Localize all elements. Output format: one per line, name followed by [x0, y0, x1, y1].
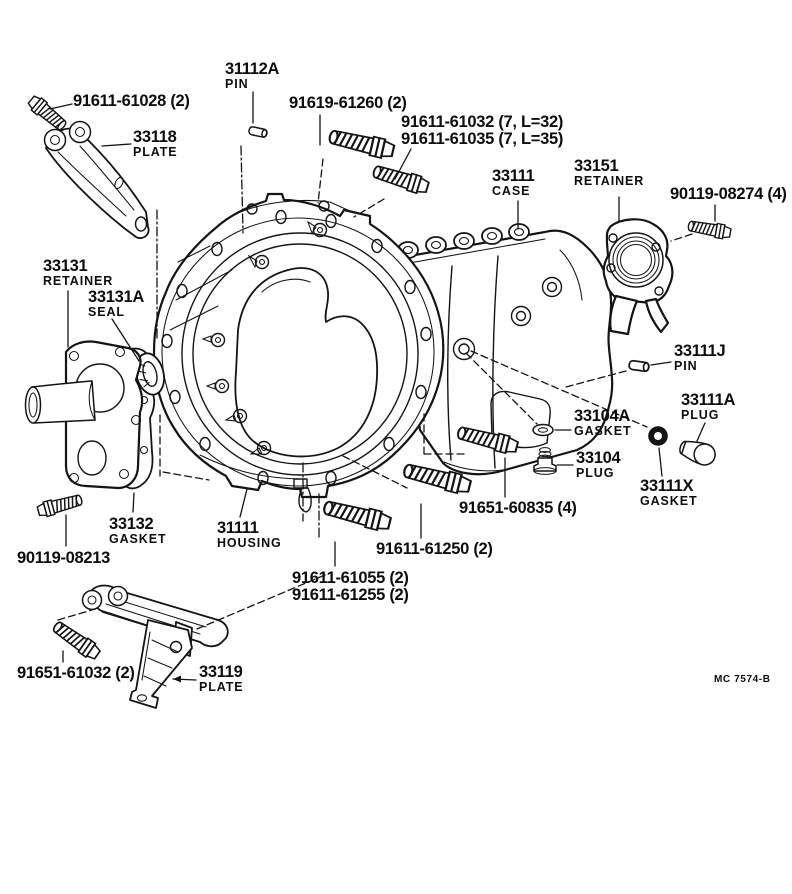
part-number: 91651-61032 (2) [17, 664, 135, 682]
part-number: 33131A [88, 288, 144, 306]
part-number: 33118 [133, 128, 177, 146]
part-name: PIN [674, 359, 698, 374]
callout-91619-61260: 91619-61260 (2) [289, 94, 407, 112]
plate-33119-drawing [81, 584, 229, 709]
part-number: 91611-61035 (7, L=35) [401, 130, 564, 149]
gasket-33104A-icon [532, 423, 554, 437]
callout-90119-08213: 90119-08213 [17, 549, 111, 567]
part-name: PLUG [681, 408, 720, 423]
part-number: 33104A [574, 407, 630, 425]
part-name: GASKET [574, 424, 632, 439]
housing-31111-drawing [152, 192, 445, 513]
part-name: PLATE [133, 145, 178, 160]
seal-33131A-drawing [135, 352, 165, 396]
housing-flange-holes [161, 209, 432, 486]
callout-91611-61028: 91611-61028 (2) [73, 92, 190, 110]
part-number: 91619-61260 (2) [289, 94, 407, 112]
part-number: 90119-08213 [17, 549, 111, 567]
part-name: PIN [225, 77, 249, 92]
callout-91651-60835: 91651-60835 (4) [459, 499, 577, 517]
case-top-bosses [397, 223, 530, 259]
bolt-90119-08213-icon [35, 491, 85, 520]
callout-91611-61032-61035: 91611-61032 (7, L=32)91611-61035 (7, L=3… [401, 113, 564, 149]
assembly-dash-lines [57, 145, 693, 630]
part-number: 91651-60835 (4) [459, 499, 577, 517]
part-number: 33151 [574, 157, 619, 175]
part-number: 33111X [640, 477, 694, 495]
part-number: 90119-08274 (4) [670, 185, 787, 203]
pin-31112A-icon [247, 125, 269, 139]
bolt-90119-08274-icon [686, 217, 733, 241]
pin-33111J-icon [627, 359, 651, 373]
part-number: 33131 [43, 257, 88, 275]
part-number: 33104 [576, 449, 621, 467]
plug-33111A-icon [679, 440, 716, 466]
part-number: 33111 [492, 167, 535, 185]
gasket-33111X-icon [648, 426, 668, 446]
part-name: RETAINER [574, 174, 645, 189]
part-number: 91611-61028 (2) [73, 92, 190, 110]
part-name: GASKET [109, 532, 167, 547]
part-name: CASE [492, 184, 531, 199]
bolt-91619-61260-icon [326, 125, 397, 162]
callout-91611-61250: 91611-61250 (2) [376, 540, 493, 558]
plate-33118-drawing [43, 120, 150, 240]
bolt-91611-61055-icon [321, 496, 393, 534]
callout-91611-61055-61255: 91611-61055 (2)91611-61255 (2) [292, 569, 409, 605]
retainer-33131-drawing [24, 340, 144, 490]
part-number: 91611-61055 (2) [292, 569, 409, 587]
part-name: SEAL [88, 305, 125, 320]
part-number: 91611-61250 (2) [376, 540, 493, 558]
callout-90119-08274: 90119-08274 (4) [670, 185, 787, 203]
part-name: PLUG [576, 466, 615, 481]
part-name: HOUSING [217, 536, 282, 551]
case-33111-drawing [394, 223, 614, 476]
housing-gusset-bosses [201, 220, 328, 456]
figure-code: MC 7574-B [714, 674, 771, 685]
part-number: 31112A [225, 60, 280, 78]
part-number: 33111J [674, 342, 726, 360]
part-number: 33119 [199, 663, 243, 681]
callout-91651-61032: 91651-61032 (2) [17, 664, 135, 682]
part-number: 91611-61255 (2) [292, 586, 409, 605]
part-number: 33132 [109, 515, 154, 533]
bolt-91611-61028-icon [25, 92, 70, 134]
part-name: PLATE [199, 680, 244, 695]
part-name: GASKET [640, 494, 698, 509]
part-number: 91611-61032 (7, L=32) [401, 113, 564, 131]
bolt-91651-61032-icon [49, 617, 103, 663]
retainer-33151-drawing [602, 218, 674, 336]
part-number: 31111 [217, 519, 259, 537]
plug-33104-icon [533, 447, 557, 475]
part-number: 33111A [681, 391, 736, 409]
callout-leader-lines [49, 91, 716, 683]
part-name: RETAINER [43, 274, 114, 289]
